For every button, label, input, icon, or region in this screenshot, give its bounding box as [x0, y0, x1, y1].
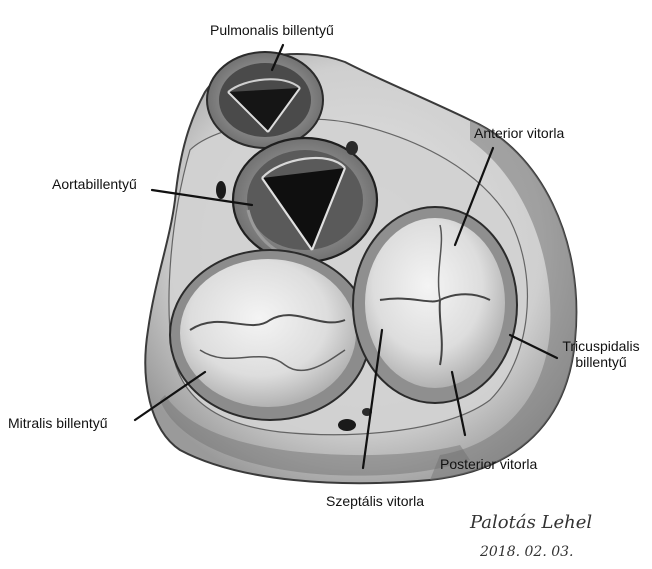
label-aortabillentyu: Aortabillentyű [52, 176, 137, 192]
label-szeptalis-vitorla: Szeptális vitorla [326, 493, 424, 509]
signature-date: 2018. 02. 03. [480, 544, 574, 560]
artist-signature: Palotás Lehel [470, 512, 592, 533]
label-tricuspidalis-billentyu: Tricuspidalis billentyű [560, 338, 642, 370]
label-posterior-vitorla: Posterior vitorla [440, 456, 537, 472]
coronary-sinus [338, 419, 356, 431]
coronary-ostium-right [346, 141, 358, 155]
tricuspid-valve [353, 207, 517, 403]
coronary-ostium-left [216, 181, 226, 199]
label-anterior-vitorla: Anterior vitorla [474, 125, 564, 141]
pulmonary-valve [207, 52, 323, 148]
label-pulmonalis-billentyu: Pulmonalis billentyű [210, 22, 334, 38]
label-mitralis-billentyu: Mitralis billentyű [8, 415, 108, 431]
label-tricuspidalis-line2: billentyű [560, 354, 642, 370]
label-tricuspidalis-line1: Tricuspidalis [560, 338, 642, 354]
aortic-valve [233, 138, 377, 262]
mitral-valve [170, 250, 370, 420]
